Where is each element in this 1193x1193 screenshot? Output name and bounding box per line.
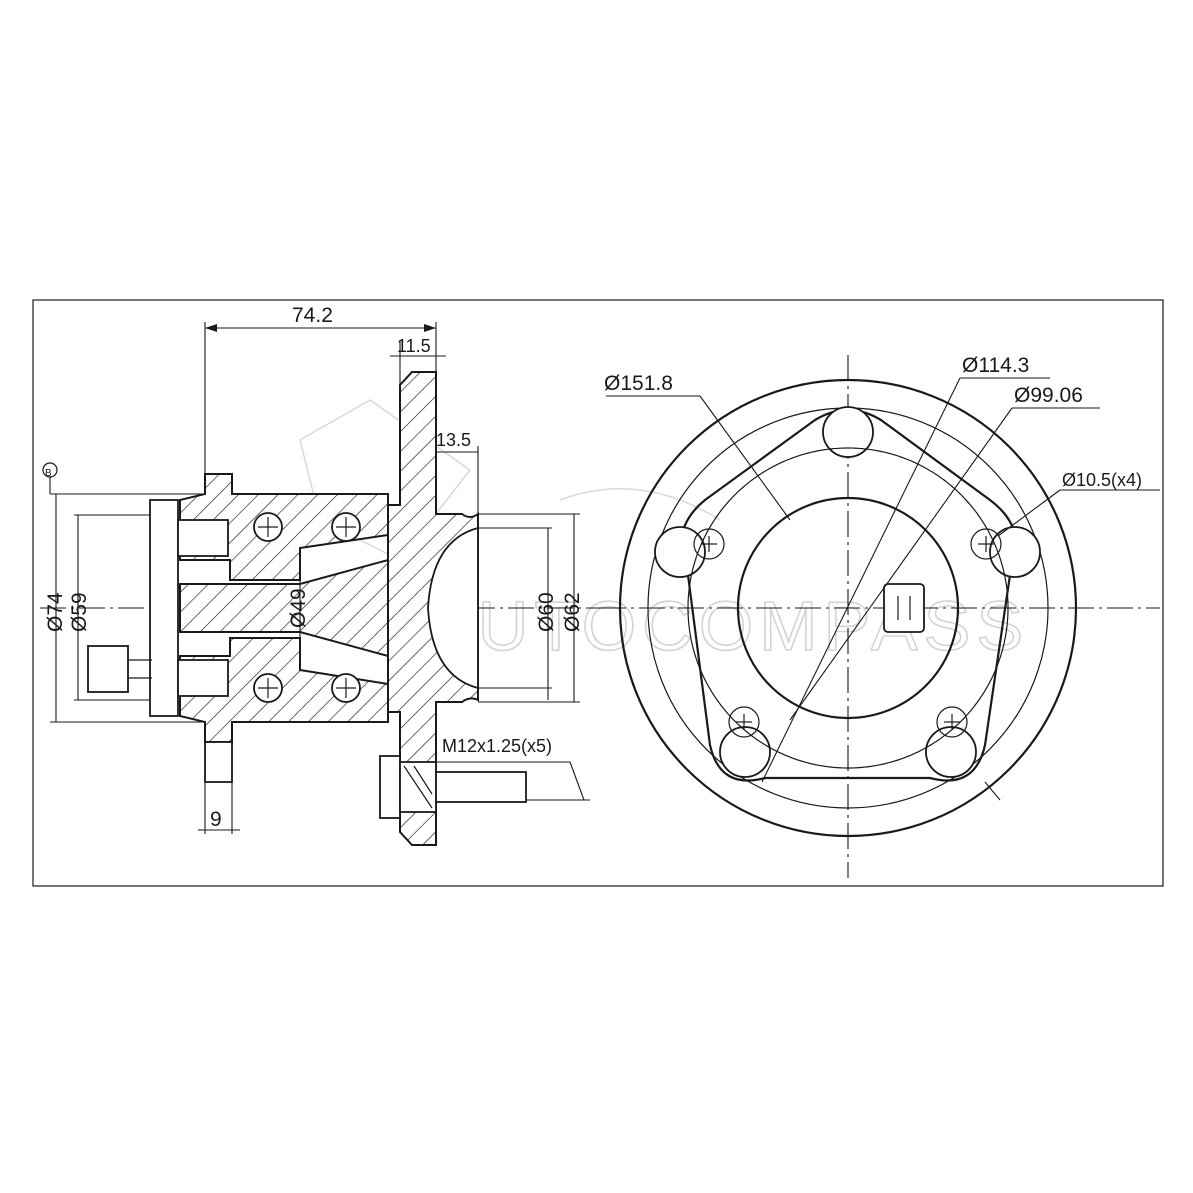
- mount-hole-lower-right: [936, 706, 968, 738]
- label-mount-hole: Ø10.5(x4): [1062, 470, 1142, 490]
- stud-hole-lower-left: [719, 726, 771, 778]
- stud-hole-lower-right: [925, 726, 977, 778]
- label-center-bore: Ø99.06: [1014, 384, 1083, 407]
- wheel-stud: [379, 755, 527, 819]
- label-flange-diameter: Ø151.8: [604, 372, 673, 395]
- hub-bore-recess: [427, 526, 479, 690]
- label-diameter-74: Ø74: [44, 592, 67, 632]
- stud-hole-upper-left: [654, 526, 706, 578]
- label-datum-marker: B: [45, 468, 52, 479]
- front-view: Ø151.8 Ø114.3 Ø99.06 Ø10.5(x4): [600, 354, 1160, 878]
- bolt-circle: [687, 447, 1009, 769]
- label-overall-length: 74.2: [292, 304, 333, 327]
- sensor-ring-lower: [177, 659, 229, 697]
- sensor-mount-tab: [204, 741, 233, 783]
- sensor-ring-upper: [177, 519, 229, 557]
- label-diameter-59: Ø59: [68, 592, 91, 632]
- abs-connector-face: [883, 583, 925, 633]
- label-sensor-offset: 9: [210, 808, 222, 831]
- outer-flange-circle: [618, 378, 1078, 838]
- label-diameter-60: Ø60: [535, 592, 558, 632]
- mount-hole-lower-left: [728, 706, 760, 738]
- label-bolt-circle: Ø114.3: [962, 354, 1029, 377]
- mount-hole-upper-right: [970, 528, 1002, 560]
- drawing-frame: [32, 299, 1164, 887]
- label-pilot-length: 13.5: [436, 430, 471, 450]
- watermark-text: AUTOCOMPASS: [425, 587, 1029, 665]
- label-flange-thickness: 11.5: [397, 336, 431, 356]
- side-section-view: 74.2 11.5 13.5 Ø74 Ø59 B Ø49 Ø60: [40, 304, 600, 846]
- dust-cap: [149, 499, 179, 717]
- stud-hole-top: [822, 406, 874, 458]
- center-bore-circle: [736, 496, 960, 720]
- abs-sensor-plug: [87, 645, 129, 693]
- label-stud-spec: M12x1.25(x5): [442, 736, 552, 756]
- label-diameter-62: Ø62: [561, 592, 584, 632]
- label-diameter-49: Ø49: [287, 588, 310, 628]
